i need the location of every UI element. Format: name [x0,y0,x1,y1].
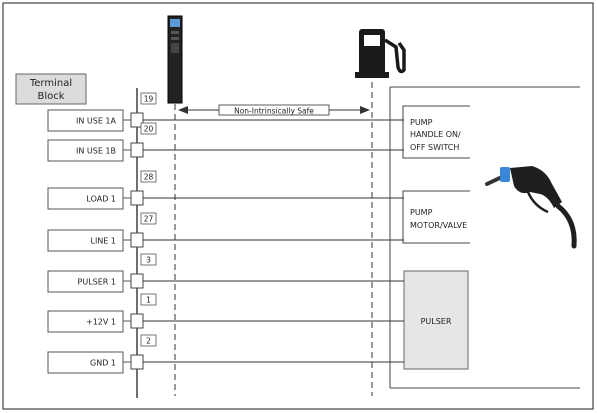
handle-label-3: OFF SWITCH [410,143,459,152]
handle-label-1: PUMP [410,118,433,127]
motor-label-2: MOTOR/VALVE [410,221,467,230]
row-label: LOAD 1 [86,195,116,204]
controller-device-icon [167,15,183,104]
motor-bracket [402,190,470,244]
terminal-number-box [140,334,157,347]
fuel-pump-icon [355,29,406,78]
terminal-block-title-2: Block [37,91,64,102]
terminal-screw [130,313,144,329]
row-label: PULSER 1 [78,278,116,287]
row-label: +12V 1 [86,318,116,327]
terminal-block-title-1: Terminal [29,78,72,89]
row-label: IN USE 1A [76,117,117,126]
terminal-number: 2 [146,337,151,346]
terminal-number: 1 [146,296,151,305]
terminal-number-box [140,293,157,306]
terminal-number-box [140,92,157,105]
handle-switch-bracket [402,105,470,159]
motor-label-1: PUMP [410,208,433,217]
terminal-number-box [140,253,157,266]
fuel-nozzle-icon [485,166,577,249]
terminal-screw [130,190,144,206]
terminal-number-box [140,122,157,135]
terminal-number: 3 [146,256,151,265]
terminal-screw [130,354,144,370]
terminal-number: 27 [144,215,154,224]
pulser-label: PULSER [421,317,452,326]
terminal-number: 28 [144,173,154,182]
terminal-screw [130,273,144,289]
non-is-label: Non-Intrinsically Safe [234,107,314,116]
terminal-number-box [140,212,157,225]
terminal-screw [130,142,144,158]
terminal-number: 19 [144,95,154,104]
terminal-number-box [140,170,157,183]
non-is-label-box [218,104,330,116]
row-label: GND 1 [90,359,116,368]
row-label: LINE 1 [91,237,117,246]
terminal-screw [130,232,144,248]
terminal-block-box [15,73,87,105]
pulser-box [403,270,469,370]
handle-label-2: HANDLE ON/ [410,130,461,139]
row-label: IN USE 1B [76,147,116,156]
terminal-number: 20 [144,125,154,134]
